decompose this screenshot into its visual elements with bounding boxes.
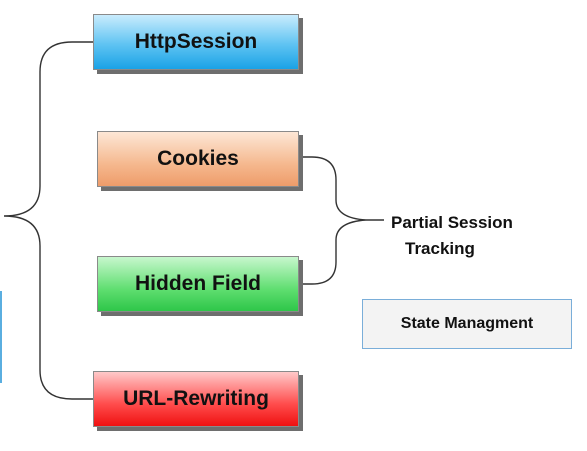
hidden-field-node: Hidden Field [97, 256, 299, 312]
hidden-field-label: Hidden Field [135, 272, 261, 295]
http-session-node: HttpSession [93, 14, 299, 70]
partial-label-line2: Tracking [405, 239, 475, 258]
url-rewriting-label: URL-Rewriting [123, 387, 269, 410]
url-rewriting-node: URL-Rewriting [93, 371, 299, 427]
state-management-box: State Managment [362, 299, 572, 349]
right-brace [301, 156, 367, 285]
cookies-node: Cookies [97, 131, 299, 187]
http-session-label: HttpSession [134, 30, 258, 53]
cookies-label: Cookies [157, 147, 239, 170]
left-accent-bar [0, 291, 2, 383]
partial-label-line1: Partial Session [391, 213, 513, 232]
left-brace [3, 41, 93, 400]
state-management-label: State Managment [400, 315, 534, 332]
partial-session-tracking-label: Partial Session Tracking [391, 210, 513, 262]
